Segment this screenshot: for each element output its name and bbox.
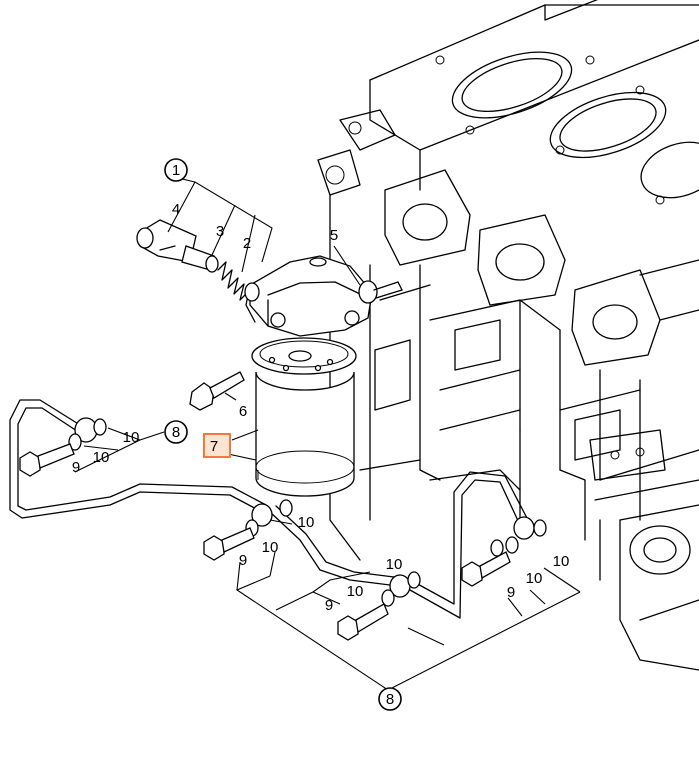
callout-10d: 10 xyxy=(262,539,279,556)
callout-10c: 10 xyxy=(298,514,315,531)
callout-10e: 10 xyxy=(386,556,403,573)
callout-9b: 9 xyxy=(239,552,247,569)
callout-10g: 10 xyxy=(553,553,570,570)
callouts: 1 2 3 4 5 6 7 8 8 9 9 9 9 10 10 10 10 10… xyxy=(72,158,570,711)
sensor-assembly xyxy=(136,219,260,302)
callout-1: 1 xyxy=(172,162,180,179)
bolt-5 xyxy=(358,280,403,304)
callout-3: 3 xyxy=(216,223,224,240)
callout-10a: 10 xyxy=(123,429,140,446)
fuel-pipes xyxy=(9,399,547,619)
misc-leaders xyxy=(224,245,361,461)
callout-10h: 10 xyxy=(526,570,543,587)
group-8-bottom-leaders xyxy=(235,519,581,691)
engine-block xyxy=(317,0,699,671)
filter-cartridge xyxy=(251,337,357,497)
callout-8b: 8 xyxy=(386,691,394,708)
callout-7-highlight xyxy=(203,433,231,458)
group-1-leaders xyxy=(167,177,273,273)
callout-7: 7 xyxy=(210,438,218,455)
callout-4: 4 xyxy=(172,201,180,218)
callout-circle-8a xyxy=(164,420,188,444)
callout-10f: 10 xyxy=(347,583,364,600)
callout-9d: 9 xyxy=(507,584,515,601)
callout-circle-1 xyxy=(164,158,188,182)
callout-9a: 9 xyxy=(72,459,80,476)
callout-2: 2 xyxy=(243,235,251,252)
group-8-left-leaders xyxy=(74,427,165,473)
filter-head xyxy=(245,255,373,337)
callout-9c: 9 xyxy=(325,597,333,614)
callout-8a: 8 xyxy=(172,424,180,441)
callout-6: 6 xyxy=(239,403,247,420)
callout-5: 5 xyxy=(330,227,338,244)
callout-10b: 10 xyxy=(93,449,110,466)
callout-circle-8b xyxy=(378,687,402,711)
bolt-6 xyxy=(189,371,245,411)
banjo-bolts xyxy=(19,443,511,641)
